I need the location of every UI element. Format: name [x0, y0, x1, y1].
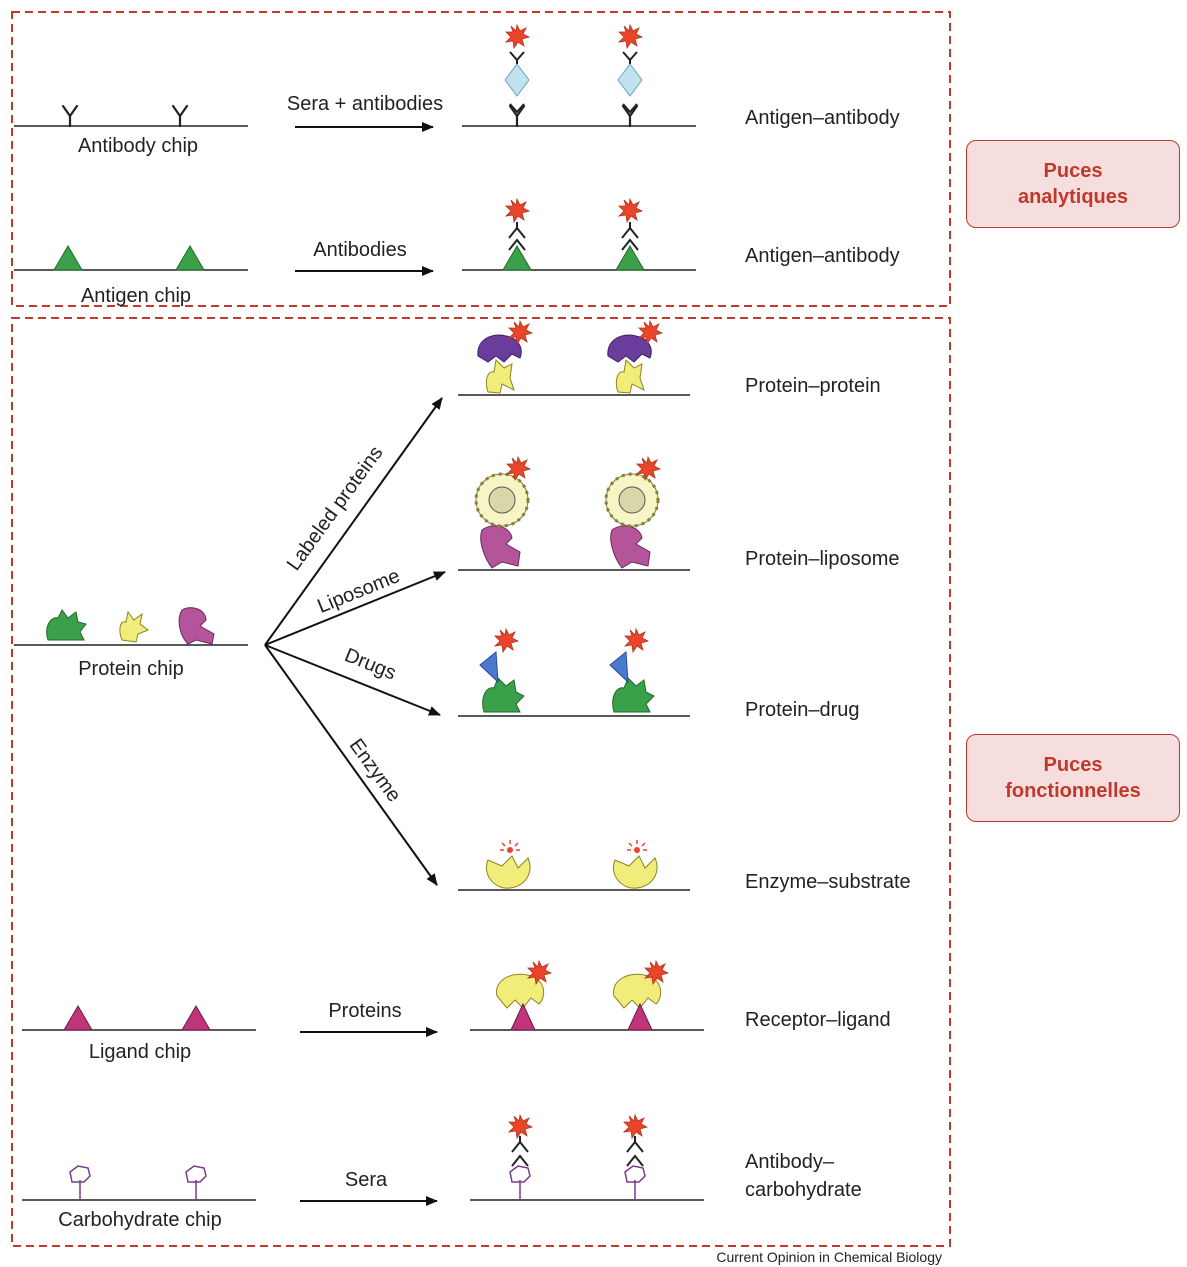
protein-drug-result: Protein–drug — [458, 628, 860, 721]
antigen-triangle-icon — [53, 245, 83, 271]
ligand-chip-label: Ligand chip — [89, 1041, 191, 1063]
result-label-protein-drug: Protein–drug — [745, 699, 860, 721]
antibody-chip-row: Antibody chip Sera + antibodies Antigen–… — [14, 24, 900, 157]
result-label-antibody-carbohydrate-line1: Antibody– — [745, 1151, 835, 1173]
reagent-label-antibodies: Antibodies — [313, 239, 406, 261]
badge-analytic-line1: Puces — [1043, 160, 1103, 182]
carbohydrate-icon — [69, 1165, 91, 1200]
antigen-chip-row: Antigen chip Antibodies Antigen–antibody — [14, 198, 900, 307]
reagent-label-proteins: Proteins — [328, 1000, 401, 1022]
source-credit: Current Opinion in Chemical Biology — [716, 1249, 942, 1265]
ligand-chip-row: Ligand chip Proteins Receptor–ligand — [22, 960, 891, 1063]
result-label-enzyme-substrate: Enzyme–substrate — [745, 871, 911, 893]
antigen-triangle-icon — [175, 245, 205, 271]
reagent-label-liposome: Liposome — [314, 565, 403, 618]
protein-protein-result: Protein–protein — [458, 320, 881, 397]
result-label-protein-liposome: Protein–liposome — [745, 548, 900, 570]
result-label-protein-protein: Protein–protein — [745, 375, 881, 397]
reagent-label-sera-antibodies: Sera + antibodies — [287, 93, 443, 115]
analytic-chips-badge: Puces analytiques — [966, 140, 1180, 228]
ligand-triangle-icon — [63, 1005, 93, 1031]
result-label-receptor-ligand: Receptor–ligand — [745, 1009, 891, 1031]
protein-chip-row: Protein chip Labeled proteins Liposome D… — [14, 397, 446, 886]
result-label-antigen-antibody: Antigen–antibody — [745, 107, 900, 129]
enzyme-substrate-result: Enzyme–substrate — [458, 840, 911, 893]
functional-chips-badge: Puces fonctionnelles — [966, 734, 1180, 822]
carbohydrate-chip-row: Carbohydrate chip Sera Antibody– carbohy… — [22, 1114, 862, 1231]
result-label-antibody-carbohydrate-line2: carbohydrate — [745, 1179, 862, 1201]
branch-arrow-enzyme — [264, 644, 438, 886]
branch-arrow-labeled-proteins — [264, 397, 443, 646]
branch-arrow-drugs — [264, 644, 441, 716]
antibody-icon — [171, 104, 189, 128]
green-protein-icon — [46, 609, 87, 641]
protein-liposome-result: Protein–liposome — [458, 456, 900, 571]
analytic-section-frame — [11, 11, 951, 307]
pink-protein-icon — [178, 607, 215, 645]
antibody-chip-label: Antibody chip — [78, 135, 198, 157]
antigen-chip-label: Antigen chip — [81, 285, 191, 307]
reagent-label-sera: Sera — [345, 1169, 388, 1191]
antibody-icon — [61, 104, 79, 128]
branch-arrow-liposome — [264, 571, 446, 646]
antigen-antibody-complex — [617, 24, 643, 128]
antigen-antibody-complex — [615, 198, 645, 271]
carbohydrate-chip-label: Carbohydrate chip — [58, 1209, 221, 1231]
badge-functional-line1: Puces — [1043, 754, 1103, 776]
result-label-antigen-antibody: Antigen–antibody — [745, 245, 900, 267]
protein-chip-label: Protein chip — [78, 658, 184, 680]
badge-functional-line2: fonctionnelles — [1005, 780, 1141, 802]
ligand-triangle-icon — [181, 1005, 211, 1031]
antigen-antibody-complex — [502, 198, 532, 271]
functional-section-frame — [11, 317, 951, 1247]
antigen-antibody-complex — [504, 24, 530, 128]
reagent-label-labeled-proteins: Labeled proteins — [283, 442, 388, 575]
badge-analytic-line2: analytiques — [1017, 186, 1129, 208]
yellow-protein-icon — [119, 610, 150, 643]
carbohydrate-icon — [185, 1165, 207, 1200]
